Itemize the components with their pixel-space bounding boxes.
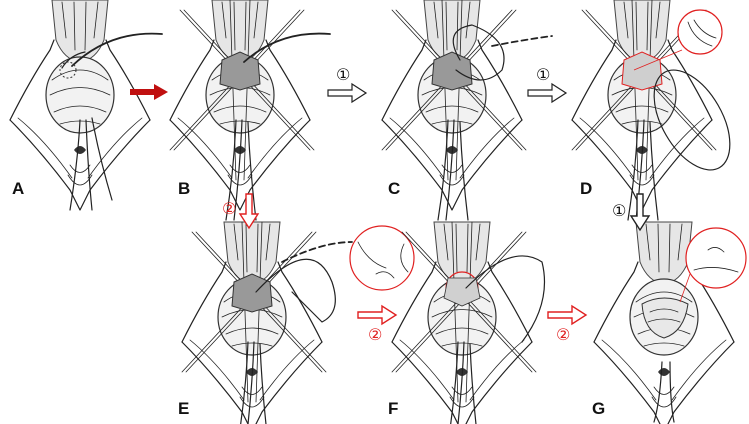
arrow-e-to-f bbox=[358, 306, 396, 324]
panel-label-d: D bbox=[580, 179, 592, 198]
panel-b-illustration bbox=[170, 0, 330, 220]
panel-label-f: F bbox=[388, 399, 398, 418]
arrow-b-to-c bbox=[328, 84, 366, 102]
step-label-f-g: ② bbox=[556, 325, 570, 344]
arrow-c-to-d bbox=[528, 84, 566, 102]
panel-f-illustration bbox=[392, 222, 545, 424]
panel-label-b: B bbox=[178, 179, 190, 198]
panel-g-illustration bbox=[594, 222, 746, 424]
step-label-e-f: ② bbox=[368, 325, 382, 344]
panel-c-illustration bbox=[382, 0, 552, 220]
panel-label-c: C bbox=[388, 179, 400, 198]
arrow-a-to-b bbox=[130, 84, 168, 100]
panel-a-illustration bbox=[10, 0, 162, 210]
step-label-d-g: ① bbox=[612, 201, 626, 220]
arrow-f-to-g bbox=[548, 306, 586, 324]
panel-d-illustration bbox=[572, 0, 745, 220]
panel-e-illustration bbox=[182, 222, 414, 424]
step-label-b-e: ② bbox=[222, 199, 236, 218]
step-label-c-d: ① bbox=[536, 65, 550, 84]
step-label-b-c: ① bbox=[336, 65, 350, 84]
panel-label-g: G bbox=[592, 399, 605, 418]
panel-label-e: E bbox=[178, 399, 189, 418]
panel-label-a: A bbox=[12, 179, 24, 198]
